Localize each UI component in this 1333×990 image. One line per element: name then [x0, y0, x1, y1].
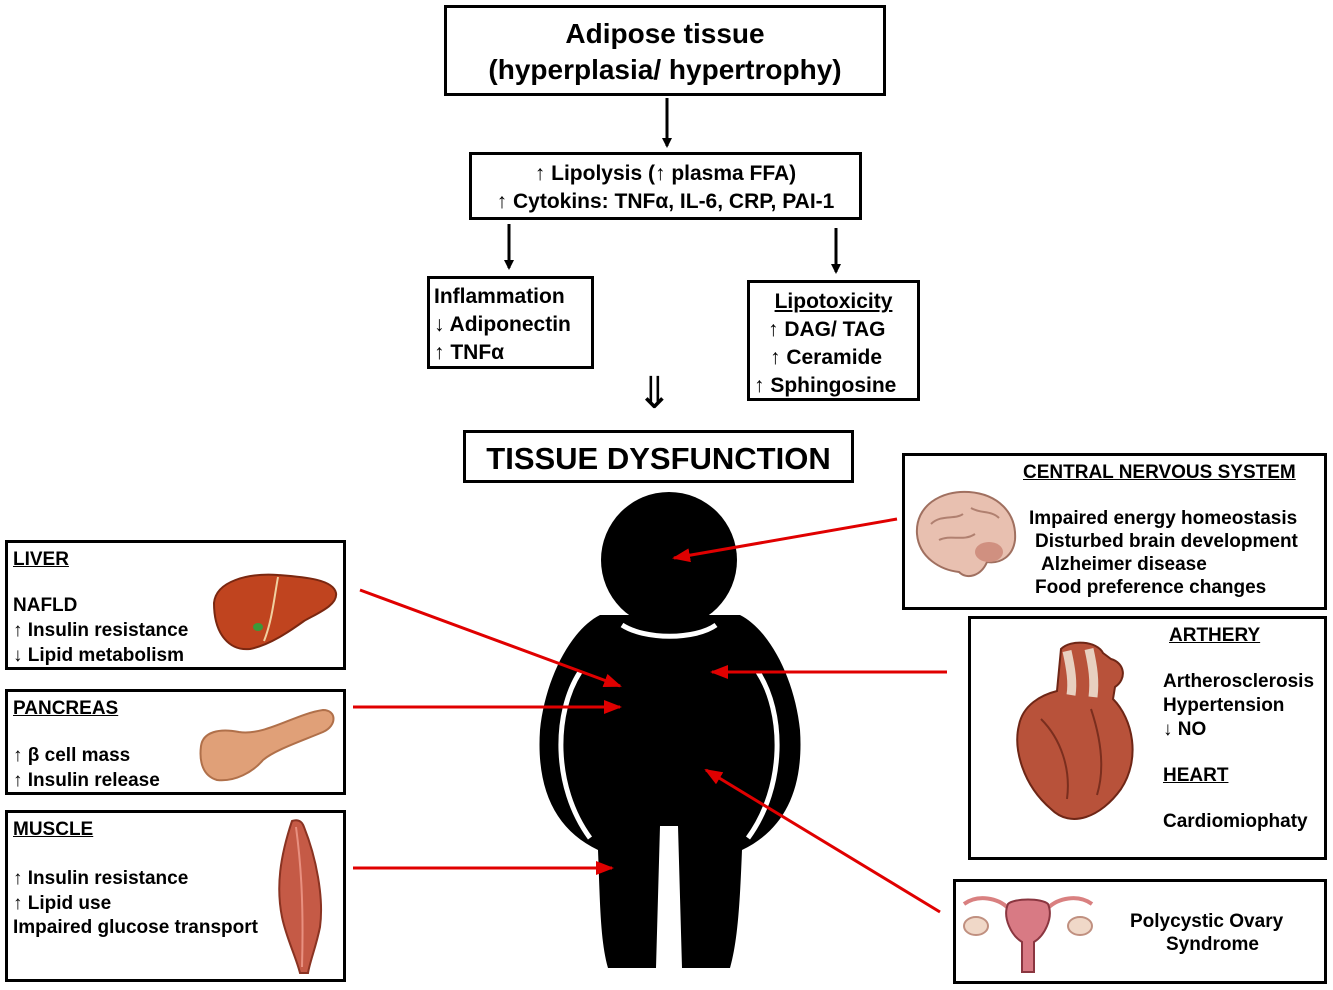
heart-illustration — [1016, 641, 1134, 820]
liver-box: LIVER NAFLD ↑ Insulin resistance ↓ Lipid… — [5, 540, 346, 670]
muscle-title: MUSCLE — [13, 819, 94, 840]
lipotoxicity-title: Lipotoxicity — [774, 290, 893, 313]
obese-body-silhouette — [539, 492, 801, 968]
heart-item-cardiomyopathy: Cardiomiophaty — [1163, 811, 1308, 832]
arrow-liver-to-body — [359, 588, 622, 688]
cns-item-alzheimer: Alzheimer disease — [1041, 554, 1207, 575]
liver-illustration — [212, 573, 338, 651]
inflammation-line-1: ↓ Adiponectin — [434, 313, 571, 336]
adipose-tissue-box: Adipose tissue (hyperplasia/ hypertrophy… — [444, 5, 886, 96]
muscle-item-lipid: ↑ Lipid use — [13, 893, 112, 914]
arrow-cns-to-body — [672, 517, 898, 563]
lipolysis-line-1: ↑ Lipolysis (↑ plasma FFA) — [534, 162, 797, 185]
liver-item-nafld: NAFLD — [13, 595, 78, 616]
inflammation-line-2: ↑ TNFα — [434, 341, 505, 364]
arthery-item-hypertension: Hypertension — [1163, 695, 1285, 716]
pancreas-title: PANCREAS — [13, 698, 119, 719]
cns-box: CENTRAL NERVOUS SYSTEM Impaired energy h… — [902, 453, 1327, 610]
double-down-arrow: ⇓ — [636, 369, 673, 418]
arthery-title: ARTHERY — [1169, 625, 1261, 646]
arthery-item-no: ↓ NO — [1163, 719, 1207, 740]
cns-item-energy: Impaired energy homeostasis — [1029, 508, 1298, 529]
muscle-box: MUSCLE ↑ Insulin resistance ↑ Lipid use … — [5, 810, 346, 982]
lipotoxicity-box: Lipotoxicity ↑ DAG/ TAG ↑ Ceramide ↑ Sph… — [747, 280, 920, 401]
liver-item-lipid: ↓ Lipid metabolism — [13, 645, 185, 666]
arthery-item-atherosclerosis: Artherosclerosis — [1163, 671, 1315, 692]
pcos-box: Polycystic Ovary Syndrome — [953, 879, 1327, 984]
pcos-line-2: Syndrome — [1166, 934, 1259, 955]
cns-title: CENTRAL NERVOUS SYSTEM — [1023, 462, 1296, 483]
pancreas-item-beta: ↑ β cell mass — [13, 745, 131, 766]
liver-title: LIVER — [13, 549, 69, 570]
adipose-subtitle: (hyperplasia/ hypertrophy) — [488, 54, 842, 85]
pancreas-box: PANCREAS ↑ β cell mass ↑ Insulin release — [5, 689, 346, 795]
inflammation-box: Inflammation ↓ Adiponectin ↑ TNFα — [427, 276, 594, 369]
tissue-dysfunction-label: TISSUE DYSFUNCTION — [486, 441, 831, 476]
adipose-title: Adipose tissue — [565, 18, 765, 49]
heart-title: HEART — [1163, 765, 1229, 786]
cns-item-food: Food preference changes — [1035, 577, 1267, 598]
tissue-dysfunction-box: TISSUE DYSFUNCTION — [463, 430, 854, 483]
uterus-illustration — [962, 896, 1094, 973]
arthery-box: ARTHERY Artherosclerosis Hypertension ↓ … — [968, 616, 1327, 860]
inflammation-title: Inflammation — [434, 285, 565, 308]
cns-item-brain: Disturbed brain development — [1035, 531, 1298, 552]
lipolysis-box: ↑ Lipolysis (↑ plasma FFA) ↑ Cytokins: T… — [469, 152, 862, 220]
arrow-pcos-to-body — [704, 768, 941, 914]
brain-illustration — [915, 490, 1017, 578]
muscle-illustration — [278, 819, 323, 974]
lipolysis-line-2: ↑ Cytokins: TNFα, IL-6, CRP, PAI-1 — [496, 190, 835, 213]
lipotoxicity-line-3: ↑ Sphingosine — [754, 374, 897, 397]
muscle-item-glucose: Impaired glucose transport — [13, 917, 258, 938]
muscle-item-insulin: ↑ Insulin resistance — [13, 868, 189, 889]
lipotoxicity-line-1: ↑ DAG/ TAG — [768, 318, 886, 341]
liver-item-insulin: ↑ Insulin resistance — [13, 620, 189, 641]
lipotoxicity-line-2: ↑ Ceramide — [770, 346, 883, 369]
pcos-line-1: Polycystic Ovary — [1130, 911, 1284, 932]
pancreas-item-insulin: ↑ Insulin release — [13, 770, 160, 791]
pancreas-illustration — [199, 708, 335, 782]
